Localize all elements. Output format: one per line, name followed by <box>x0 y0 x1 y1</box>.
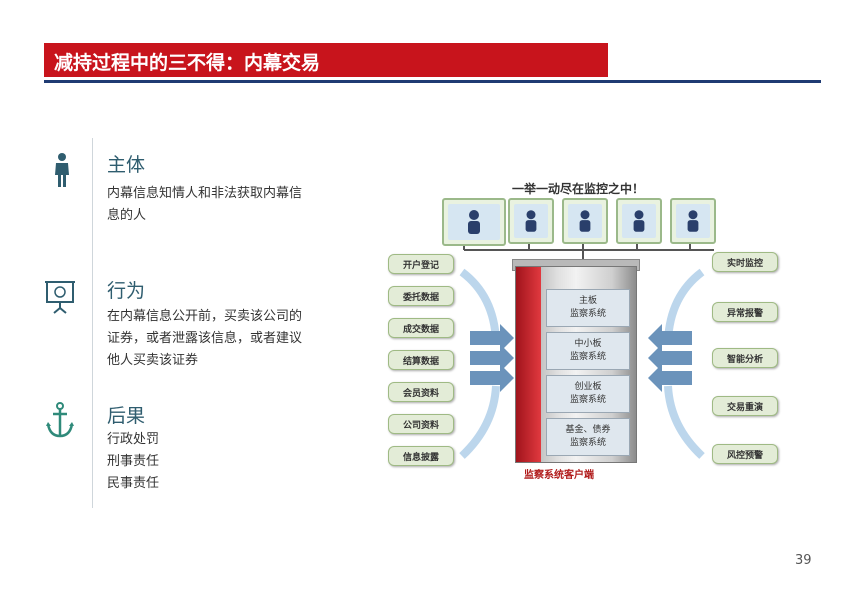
monitor-screen <box>670 198 716 244</box>
system-module: 中小板监察系统 <box>546 332 630 370</box>
data-source-label: 结算数据 <box>388 350 454 370</box>
function-label: 异常报警 <box>712 302 778 322</box>
server-cabinet: 主板监察系统 中小板监察系统 创业板监察系统 基金、债券监察系统 <box>515 266 637 463</box>
diagram-connectors <box>459 242 714 459</box>
system-module: 创业板监察系统 <box>546 375 630 413</box>
monitor-screen <box>616 198 662 244</box>
server-red-strip <box>516 267 541 462</box>
data-source-label: 会员资料 <box>388 382 454 402</box>
section-heading-behavior: 行为 <box>107 280 146 302</box>
monitor-screen <box>562 198 608 244</box>
section-heading-consequence: 后果 <box>107 405 146 427</box>
monitor-screen <box>508 198 554 244</box>
monitor-screen <box>442 198 506 246</box>
section-body-behavior: 在内幕信息公开前，买卖该公司的 证券，或者泄露该信息，或者建议 他人买卖该证券 <box>107 309 303 368</box>
monitoring-diagram: 一举一动尽在监控之中！ 开户登记 委托数据 成交数据 结算数据 会员资料 公司资… <box>384 176 784 486</box>
data-source-label: 开户登记 <box>388 254 454 274</box>
system-module: 基金、债券监察系统 <box>546 418 630 456</box>
function-label: 风控预警 <box>712 444 778 464</box>
data-source-label: 委托数据 <box>388 286 454 306</box>
page-title: 减持过程中的三不得：内幕交易 <box>54 52 321 74</box>
function-label: 实时监控 <box>712 252 778 272</box>
diagram-footer: 监察系统客户端 <box>524 470 594 481</box>
title-bar: 减持过程中的三不得：内幕交易 <box>44 43 608 77</box>
data-source-label: 信息披露 <box>388 446 454 466</box>
anchor-icon <box>46 402 74 438</box>
section-heading-subject: 主体 <box>107 154 146 176</box>
presentation-board-icon <box>45 281 75 314</box>
section-body-subject: 内幕信息知情人和非法获取内幕信 息的人 <box>107 186 303 223</box>
title-underline <box>44 80 821 83</box>
section-body-consequence: 行政处罚 刑事责任 民事责任 <box>107 432 160 491</box>
function-label: 交易重演 <box>712 396 778 416</box>
data-source-label: 成交数据 <box>388 318 454 338</box>
page-number: 39 <box>795 553 812 568</box>
diagram-caption: 一举一动尽在监控之中！ <box>512 182 645 196</box>
data-source-label: 公司资料 <box>388 414 454 434</box>
person-icon <box>55 153 69 187</box>
system-module: 主板监察系统 <box>546 289 630 327</box>
function-label: 智能分析 <box>712 348 778 368</box>
timeline-line <box>92 138 93 508</box>
